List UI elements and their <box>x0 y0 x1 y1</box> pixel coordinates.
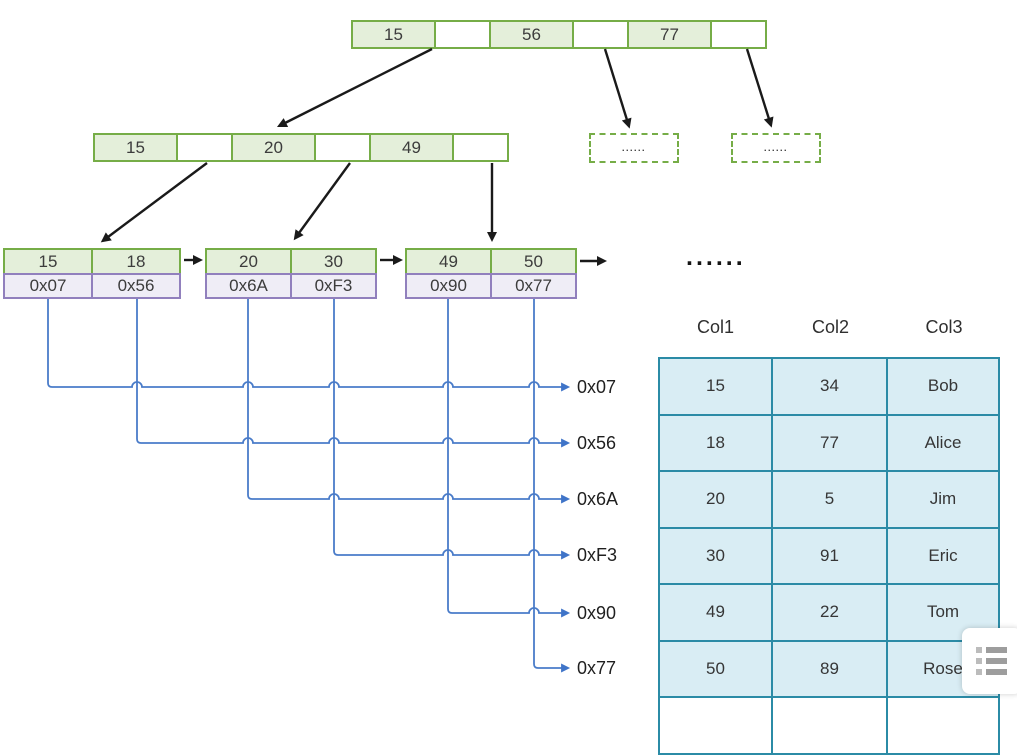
leaf-key-cell: 50 <box>490 248 577 275</box>
table-cell: 5 <box>773 472 886 527</box>
internal-pointer-cell <box>176 133 233 162</box>
table-cell: Bob <box>888 359 998 414</box>
leaf-pointer-cell: 0x77 <box>490 273 577 299</box>
arrow-root-to-dashed-2 <box>745 48 774 128</box>
table-cell-empty <box>773 698 886 753</box>
leaf-key-row: 49 50 <box>405 248 577 275</box>
root-pointer-cell <box>572 20 629 49</box>
leaf-key-cell: 49 <box>405 248 492 275</box>
internal-pointer-cell <box>314 133 371 162</box>
connector-0xF3 <box>333 299 571 560</box>
leaf-key-cell: 18 <box>91 248 181 275</box>
leaf-key-cell: 30 <box>290 248 377 275</box>
table-cell: 18 <box>660 415 771 470</box>
leaf-pointer-row: 0x07 0x56 <box>3 273 181 299</box>
leaf-pointer-cell: 0xF3 <box>290 273 377 299</box>
root-key-cell: 15 <box>351 20 436 49</box>
connector-0x90 <box>447 299 571 618</box>
leaf-node-1: 15 18 0x07 0x56 <box>3 248 181 299</box>
table-header-col3: Col3 <box>925 317 963 337</box>
internal-pointer-cell <box>452 133 509 162</box>
leaf-pointer-cell: 0x90 <box>405 273 492 299</box>
root-pointer-cell <box>710 20 767 49</box>
table-cell: 22 <box>773 585 886 640</box>
connector-0x07 <box>47 299 571 392</box>
table-cell: Eric <box>888 528 998 583</box>
leaf-node-3: 49 50 0x90 0x77 <box>405 248 577 299</box>
table-cell: Jim <box>888 472 998 527</box>
leaf-pointer-cell: 0x56 <box>91 273 181 299</box>
table-header-col2: Col2 <box>811 317 850 337</box>
connector-0x56 <box>136 299 571 448</box>
root-pointer-cell <box>434 20 491 49</box>
dashed-node-1: ...... <box>589 133 679 163</box>
bptree-index-diagram: { "diagram": { "root_node": { "keys": ["… <box>3 20 1017 755</box>
root-key-cell: 77 <box>627 20 712 49</box>
table-header-col1: Col1 <box>696 317 735 337</box>
leaf-key-cell: 20 <box>205 248 292 275</box>
leaf-pointer-row: 0x90 0x77 <box>405 273 577 299</box>
table-cell: 77 <box>773 415 886 470</box>
leaf-pointer-cell: 0x6A <box>205 273 292 299</box>
leaf-key-row: 15 18 <box>3 248 181 275</box>
internal-node: 15 20 49 <box>93 133 509 162</box>
internal-key-cell: 15 <box>93 133 178 162</box>
data-table: 15 34 Bob 18 77 Alice 20 5 Jim 30 91 Eri… <box>658 357 1000 755</box>
table-cell-empty <box>660 698 771 753</box>
root-node: 15 56 77 <box>351 20 767 49</box>
list-icon <box>976 647 1007 675</box>
table-cell-empty <box>888 698 998 753</box>
leaf-node-2: 20 30 0x6A 0xF3 <box>205 248 377 299</box>
table-cell: 30 <box>660 528 771 583</box>
record-address-label: 0x90 <box>577 603 617 623</box>
table-cell: Alice <box>888 415 998 470</box>
record-address-label: 0xF3 <box>577 545 618 565</box>
record-address-label: 0x77 <box>577 658 617 678</box>
arrow-root-to-dashed-1 <box>603 48 632 129</box>
leaf-pointer-row: 0x6A 0xF3 <box>205 273 377 299</box>
root-key-cell: 56 <box>489 20 574 49</box>
table-cell: 50 <box>660 641 771 696</box>
leaf-key-cell: 15 <box>3 248 93 275</box>
connector-0x77 <box>533 299 571 673</box>
table-cell: 34 <box>773 359 886 414</box>
internal-key-cell: 49 <box>369 133 454 162</box>
table-cell: 15 <box>660 359 771 414</box>
record-address-label: 0x56 <box>577 433 617 453</box>
record-pointer-connectors <box>47 299 571 673</box>
internal-key-cell: 20 <box>231 133 316 162</box>
table-cell: 91 <box>773 528 886 583</box>
connector-0x6A <box>247 299 571 504</box>
dashed-node-2: ...... <box>731 133 821 163</box>
table-cell: 20 <box>660 472 771 527</box>
arrow-root-to-internal <box>276 47 433 128</box>
table-cell: 49 <box>660 585 771 640</box>
table-cell: 89 <box>773 641 886 696</box>
leaf-key-row: 20 30 <box>205 248 377 275</box>
toc-widget-button[interactable] <box>962 628 1017 694</box>
record-address-label: 0x07 <box>577 377 617 397</box>
leaf-chain-ellipsis: ...... <box>686 243 746 271</box>
arrow-internal-to-leaf-1 <box>100 162 208 243</box>
record-address-label: 0x6A <box>577 489 619 509</box>
leaf-pointer-cell: 0x07 <box>3 273 93 299</box>
arrow-internal-to-leaf-2 <box>293 162 351 241</box>
